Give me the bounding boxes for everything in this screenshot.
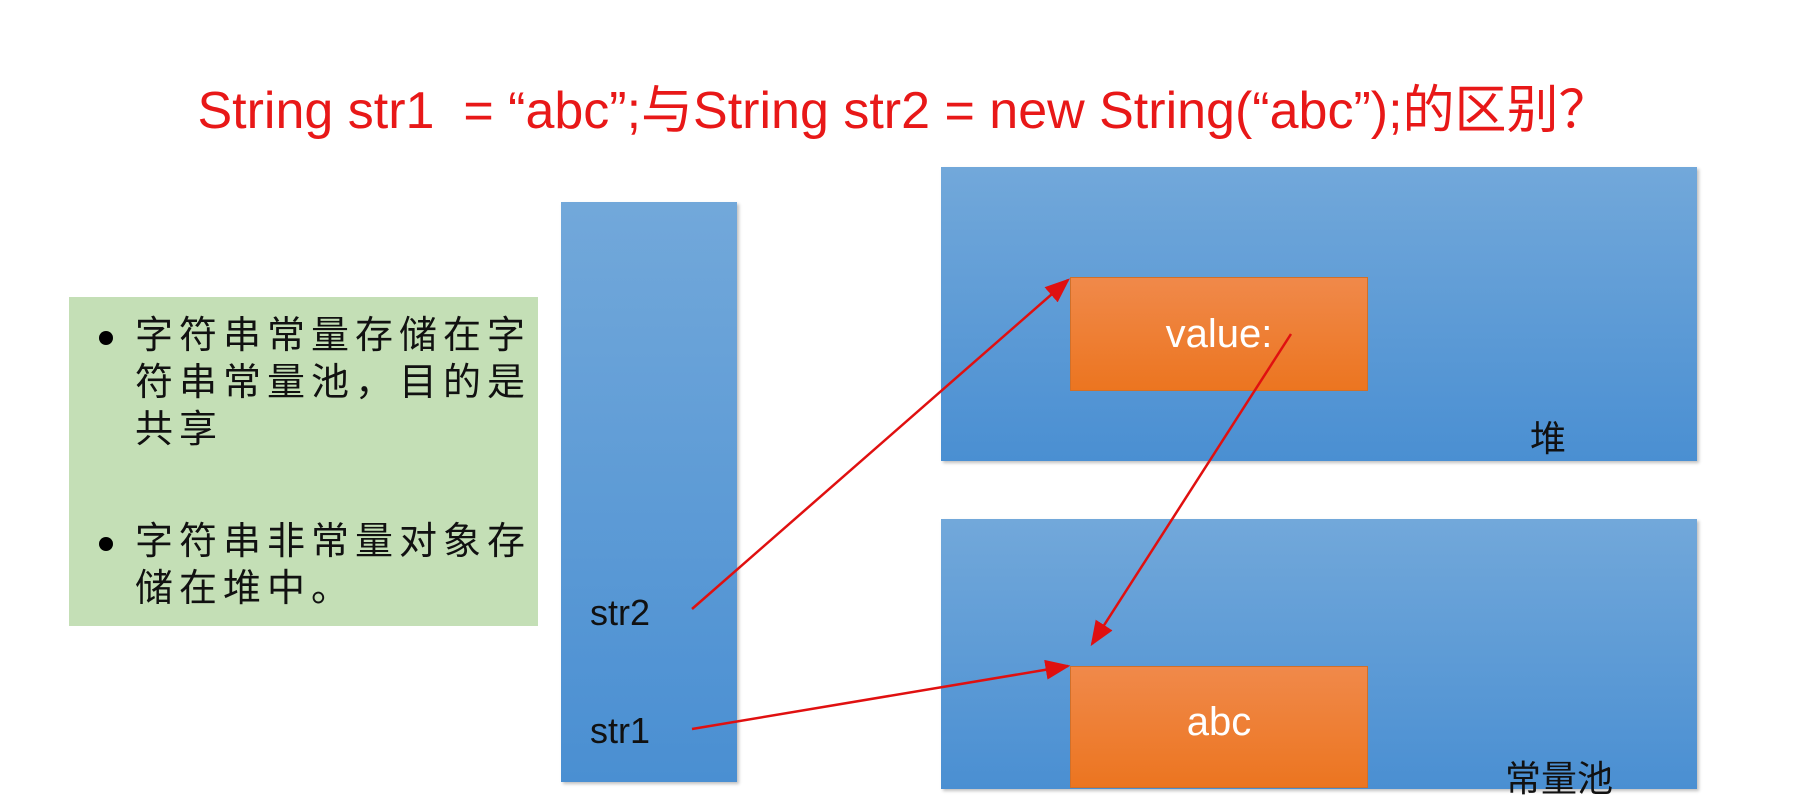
note-item: 字符串常量存储在字符串常量池，目的是共享 xyxy=(91,313,531,454)
reference-arrows xyxy=(691,278,1293,731)
stack-block xyxy=(561,202,737,782)
note-item: 字符串非常量对象存储在堆中。 xyxy=(91,519,531,613)
heap-label: 堆 xyxy=(1530,418,1567,459)
stack-var-str2: str2 xyxy=(590,592,651,633)
arrow-str2-to-heap xyxy=(691,278,1070,610)
heap-string-object: value: xyxy=(1070,277,1368,391)
notes-box: 字符串常量存储在字符串常量池，目的是共享 字符串非常量对象存储在堆中。 xyxy=(69,297,538,626)
bullet-icon xyxy=(99,537,113,551)
slide-title: String str1 = “abc”;与String str2 = new S… xyxy=(197,82,1611,140)
bullet-icon xyxy=(99,331,113,345)
arrow-value-to-pool xyxy=(1090,333,1293,647)
stack-var-str1: str1 xyxy=(590,710,651,751)
arrow-str1-to-pool xyxy=(691,659,1071,731)
